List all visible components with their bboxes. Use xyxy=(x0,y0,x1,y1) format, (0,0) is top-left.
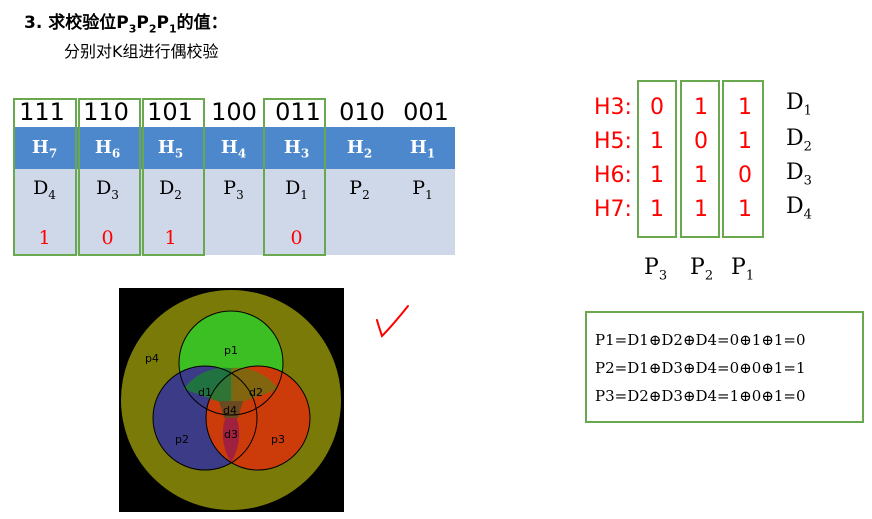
venn-label-p3: p3 xyxy=(271,433,285,446)
value-cell: 0 xyxy=(290,227,303,249)
region-d1 xyxy=(183,367,235,406)
col-label-p1: P1 xyxy=(731,255,755,284)
d-label: D3 xyxy=(786,160,812,189)
venn-label-d4: d4 xyxy=(223,404,237,417)
row-label: H5: xyxy=(594,129,632,154)
bit-label: 101 xyxy=(147,98,193,126)
row-label: H6: xyxy=(594,163,632,188)
value-row: 1 0 1 0 xyxy=(13,227,454,249)
venn-label-d3: d3 xyxy=(224,428,238,441)
red-checkmark-icon xyxy=(376,305,409,338)
matrix-cell: 0 xyxy=(738,163,752,188)
venn-diagram: p4 p1 p2 p3 d1 d2 d3 d4 xyxy=(119,288,344,512)
venn-label-d1: d1 xyxy=(198,386,212,399)
equations-box: P1=D1⊕D2⊕D4=0⊕1⊕1=0 P2=D1⊕D3⊕D4=0⊕0⊕1=1 … xyxy=(585,311,864,423)
header-cell: H1 xyxy=(409,137,436,161)
matrix-cell: 1 xyxy=(694,95,708,120)
highlight-box-h7 xyxy=(13,98,77,256)
bit-label: 011 xyxy=(275,98,321,126)
matrix-cell: 1 xyxy=(650,129,664,154)
var-cell: D2 xyxy=(159,177,182,202)
matrix-cell: 1 xyxy=(694,163,708,188)
var-cell: D1 xyxy=(285,177,308,202)
var-cell: D4 xyxy=(33,177,56,202)
highlight-box-h6 xyxy=(78,98,141,256)
var-cell: P3 xyxy=(223,177,244,202)
venn-label-d2: d2 xyxy=(249,386,263,399)
matrix-cell: 1 xyxy=(650,197,664,222)
header-cell: H7 xyxy=(31,137,58,161)
matrix-cell: 0 xyxy=(694,129,708,154)
matrix-cells: 0 1 1 1 0 1 1 1 0 1 1 1 xyxy=(638,95,778,235)
value-cell: 1 xyxy=(38,227,51,249)
venn-label-p1: p1 xyxy=(224,344,238,357)
column-box-p2 xyxy=(680,80,720,238)
matrix-cell: 1 xyxy=(694,197,708,222)
bit-label: 010 xyxy=(339,98,385,126)
header-cell: H5 xyxy=(157,137,184,161)
row-label: H3: xyxy=(594,95,632,120)
highlight-box-h5 xyxy=(142,98,205,256)
matrix-cell: 0 xyxy=(650,95,664,120)
column-box-p1 xyxy=(722,80,764,238)
d-label: D1 xyxy=(786,90,812,119)
d-label: D4 xyxy=(786,194,812,223)
equation-p2: P2=D1⊕D3⊕D4=0⊕0⊕1=1 xyxy=(595,359,806,377)
header-cell: H3 xyxy=(283,137,310,161)
matrix-cell: 1 xyxy=(738,129,752,154)
variable-row: D4 D3 D2 P3 D1 P2 P1 xyxy=(13,177,454,202)
equation-p3: P3=D2⊕D3⊕D4=1⊕0⊕1=0 xyxy=(595,387,806,405)
value-cell: 0 xyxy=(101,227,114,249)
col-label-p2: P2 xyxy=(690,255,714,284)
matrix-cell: 1 xyxy=(738,197,752,222)
value-cell xyxy=(391,227,454,249)
table-body: D4 D3 D2 P3 D1 P2 P1 1 0 1 0 xyxy=(13,169,455,255)
bit-position-labels: 111 110 101 100 011 010 001 xyxy=(10,98,458,128)
equation-p1: P1=D1⊕D2⊕D4=0⊕1⊕1=0 xyxy=(595,331,806,349)
value-cell: 1 xyxy=(164,227,177,249)
d-label: D2 xyxy=(786,126,812,155)
region-d4 xyxy=(219,401,243,418)
header-cell: H6 xyxy=(94,137,121,161)
highlight-box-h3 xyxy=(263,98,326,256)
page-title: 3. 求校验位P3P2P1的值： xyxy=(24,13,228,36)
column-box-p3 xyxy=(637,80,677,238)
col-label-p3: P3 xyxy=(644,255,668,284)
var-cell: D3 xyxy=(96,177,119,202)
region-d2 xyxy=(231,367,279,406)
subtitle: 分别对K组进行偶校验 xyxy=(64,42,219,61)
matrix-cell: 1 xyxy=(738,95,752,120)
header-cell: H2 xyxy=(346,137,373,161)
row-label: H7: xyxy=(594,197,632,222)
venn-label-p2: p2 xyxy=(175,433,189,446)
var-cell: P2 xyxy=(349,177,370,202)
value-cell xyxy=(202,227,265,249)
value-cell xyxy=(328,227,391,249)
bit-label: 110 xyxy=(83,98,129,126)
header-cell: H4 xyxy=(220,137,247,161)
region-d3 xyxy=(222,406,240,462)
bit-label: 111 xyxy=(19,98,65,126)
bit-label: 001 xyxy=(403,98,449,126)
table-header-row: H7 H6 H5 H4 H3 H2 H1 xyxy=(13,127,455,169)
bit-label: 100 xyxy=(211,98,257,126)
var-cell: P1 xyxy=(412,177,433,202)
venn-label-p4: p4 xyxy=(145,352,159,365)
matrix-cell: 1 xyxy=(650,163,664,188)
